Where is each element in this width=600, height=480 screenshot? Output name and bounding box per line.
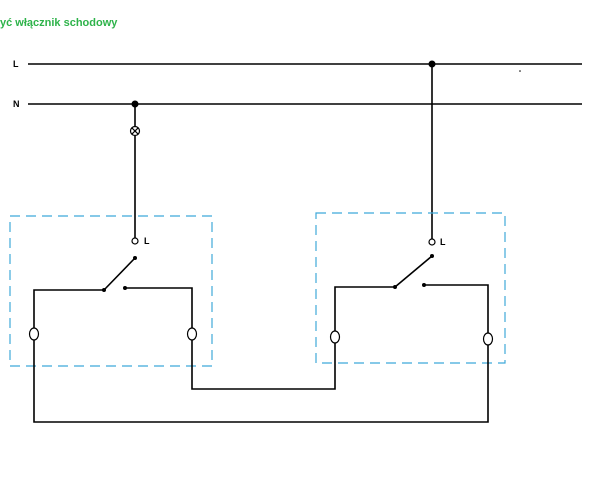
switch1-lever — [103, 257, 136, 291]
switch2-terminal-label: L — [440, 237, 446, 247]
switch2-right-wire — [424, 284, 489, 333]
label-line: L — [13, 59, 19, 69]
switch1-terminal-label: L — [144, 236, 150, 246]
switch2-terminal-right — [482, 332, 494, 346]
label-neutral: N — [13, 99, 20, 109]
switch1-terminal-left — [28, 327, 40, 341]
diagram-title: yć włącznik schodowy — [0, 17, 118, 29]
switch1-box — [9, 215, 213, 367]
lamp-icon — [129, 125, 141, 137]
switch1-right-wire — [125, 287, 193, 328]
switch2-left-wire — [334, 286, 395, 331]
stray-dot — [519, 70, 521, 72]
switch2-lever — [394, 255, 433, 288]
traveller-wire-upper — [191, 340, 336, 390]
switch2-common-terminal — [428, 238, 436, 246]
switch1-terminal-right — [186, 327, 198, 341]
switch2-terminal-left — [329, 330, 341, 344]
traveller-wire-lower — [33, 340, 489, 423]
switch1-left-wire — [33, 289, 104, 328]
switch1-common-terminal — [131, 237, 139, 245]
switch2-box — [315, 212, 506, 364]
